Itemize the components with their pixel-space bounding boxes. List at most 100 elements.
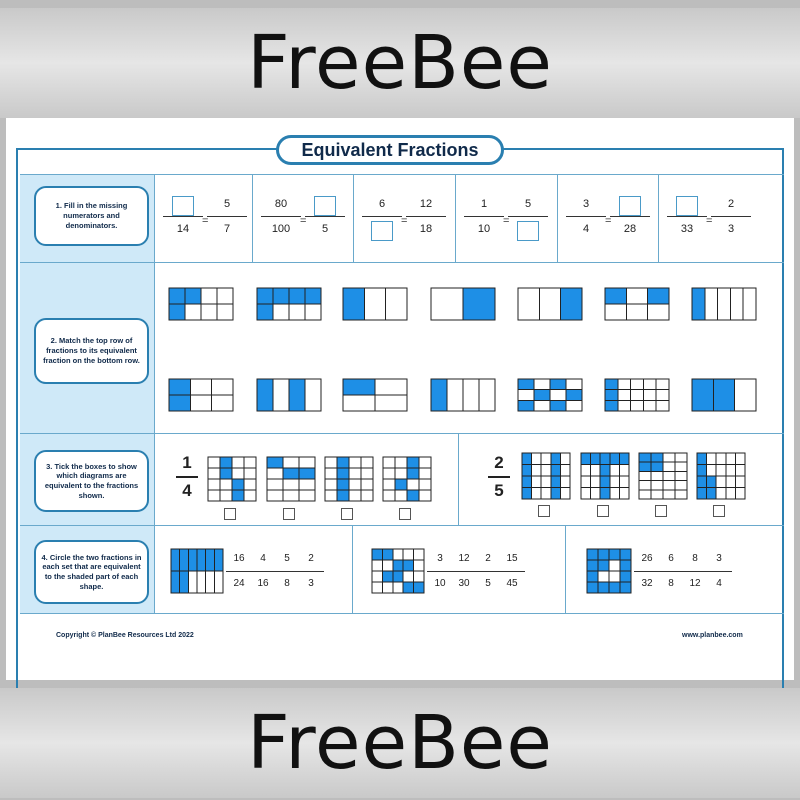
grid-cell bbox=[231, 489, 245, 502]
grid-cell bbox=[430, 287, 464, 321]
tick-checkbox[interactable] bbox=[224, 508, 236, 520]
grid-cell bbox=[282, 489, 300, 502]
tick-checkbox[interactable] bbox=[399, 508, 411, 520]
grid-cell bbox=[207, 467, 221, 480]
column-divider bbox=[455, 174, 456, 262]
tick-checkbox[interactable] bbox=[341, 508, 353, 520]
shaded-shape bbox=[586, 548, 632, 594]
grid-cell bbox=[406, 478, 420, 491]
numerator: 16 bbox=[233, 553, 245, 564]
grid-cell bbox=[604, 389, 619, 401]
fraction-right: 28 bbox=[608, 196, 652, 237]
equals-sign: = bbox=[605, 215, 612, 227]
grid-cell bbox=[517, 399, 535, 412]
grid-cell bbox=[630, 389, 644, 401]
grid-cell bbox=[402, 559, 415, 572]
grid-cell bbox=[336, 478, 350, 491]
grid-cell bbox=[696, 487, 708, 500]
grid-cell bbox=[650, 489, 664, 500]
grid-cell bbox=[531, 452, 542, 465]
grid-cell bbox=[662, 470, 676, 482]
denominator: 8 bbox=[284, 578, 290, 589]
grid-cell bbox=[599, 487, 611, 500]
answer-box[interactable] bbox=[172, 196, 194, 216]
grid-cell bbox=[382, 478, 396, 491]
answer-box[interactable] bbox=[314, 196, 336, 216]
grid-cell bbox=[521, 464, 533, 477]
answer-box[interactable] bbox=[676, 196, 698, 216]
grid-cell bbox=[446, 378, 464, 412]
worksheet-title: Equivalent Fractions bbox=[276, 135, 504, 165]
grid-cell bbox=[196, 548, 207, 572]
grid-cell bbox=[243, 456, 257, 469]
column-divider bbox=[352, 525, 353, 613]
tick-checkbox[interactable] bbox=[538, 505, 550, 517]
grid-cell bbox=[413, 570, 425, 583]
denominator: 10 bbox=[434, 578, 446, 589]
numerator: 12 bbox=[419, 198, 433, 210]
numerator: 2 bbox=[727, 198, 735, 210]
grid-cell bbox=[360, 489, 374, 502]
grid-cell bbox=[650, 470, 664, 482]
tick-checkbox[interactable] bbox=[283, 508, 295, 520]
denominator: 4 bbox=[716, 578, 722, 589]
grid-cell bbox=[282, 467, 300, 480]
grid-cell bbox=[638, 480, 652, 491]
grid-cell bbox=[608, 559, 621, 572]
fraction-right: 5 bbox=[303, 196, 347, 237]
grid-cell bbox=[674, 470, 688, 482]
grid-cell bbox=[540, 475, 552, 488]
denominator bbox=[506, 221, 550, 241]
grid-cell bbox=[288, 303, 306, 321]
grid-cell bbox=[559, 464, 571, 477]
grid-cell bbox=[211, 394, 234, 412]
grid-cell bbox=[211, 378, 234, 396]
column-divider bbox=[565, 525, 566, 613]
answer-box[interactable] bbox=[371, 221, 393, 241]
numerator: 80 bbox=[274, 198, 288, 210]
answer-box[interactable] bbox=[619, 196, 641, 216]
grid-cell bbox=[590, 452, 601, 465]
grid-cell bbox=[655, 399, 670, 412]
grid-cell bbox=[168, 303, 186, 321]
grid-cell bbox=[187, 570, 198, 594]
bottom-row-diagram bbox=[691, 378, 757, 412]
grid-cell bbox=[617, 378, 632, 391]
column-divider bbox=[252, 174, 253, 262]
grid-cell bbox=[597, 570, 610, 583]
grid-cell bbox=[213, 548, 224, 572]
tick-checkbox[interactable] bbox=[597, 505, 609, 517]
grid-cell bbox=[243, 467, 257, 480]
grid-cell bbox=[650, 480, 664, 491]
grid-cell bbox=[382, 489, 396, 502]
equals-sign: = bbox=[202, 215, 209, 227]
grid-cell bbox=[272, 287, 290, 305]
grid-cell bbox=[533, 378, 551, 391]
grid-cell bbox=[288, 287, 306, 305]
grid-cell bbox=[560, 287, 583, 321]
instruction-2: 2. Match the top row of fractions to its… bbox=[34, 318, 149, 384]
tick-checkbox[interactable] bbox=[655, 505, 667, 517]
grid-cell bbox=[304, 378, 322, 412]
grid-cell bbox=[642, 389, 657, 401]
grid-cell bbox=[406, 489, 420, 502]
grid-cell bbox=[559, 487, 571, 500]
grid-cell bbox=[231, 456, 245, 469]
diagram-a bbox=[324, 456, 374, 502]
answer-box[interactable] bbox=[517, 221, 539, 241]
tick-checkbox[interactable] bbox=[713, 505, 725, 517]
numerator: 5 bbox=[284, 553, 290, 564]
top-row-diagram bbox=[342, 287, 408, 321]
